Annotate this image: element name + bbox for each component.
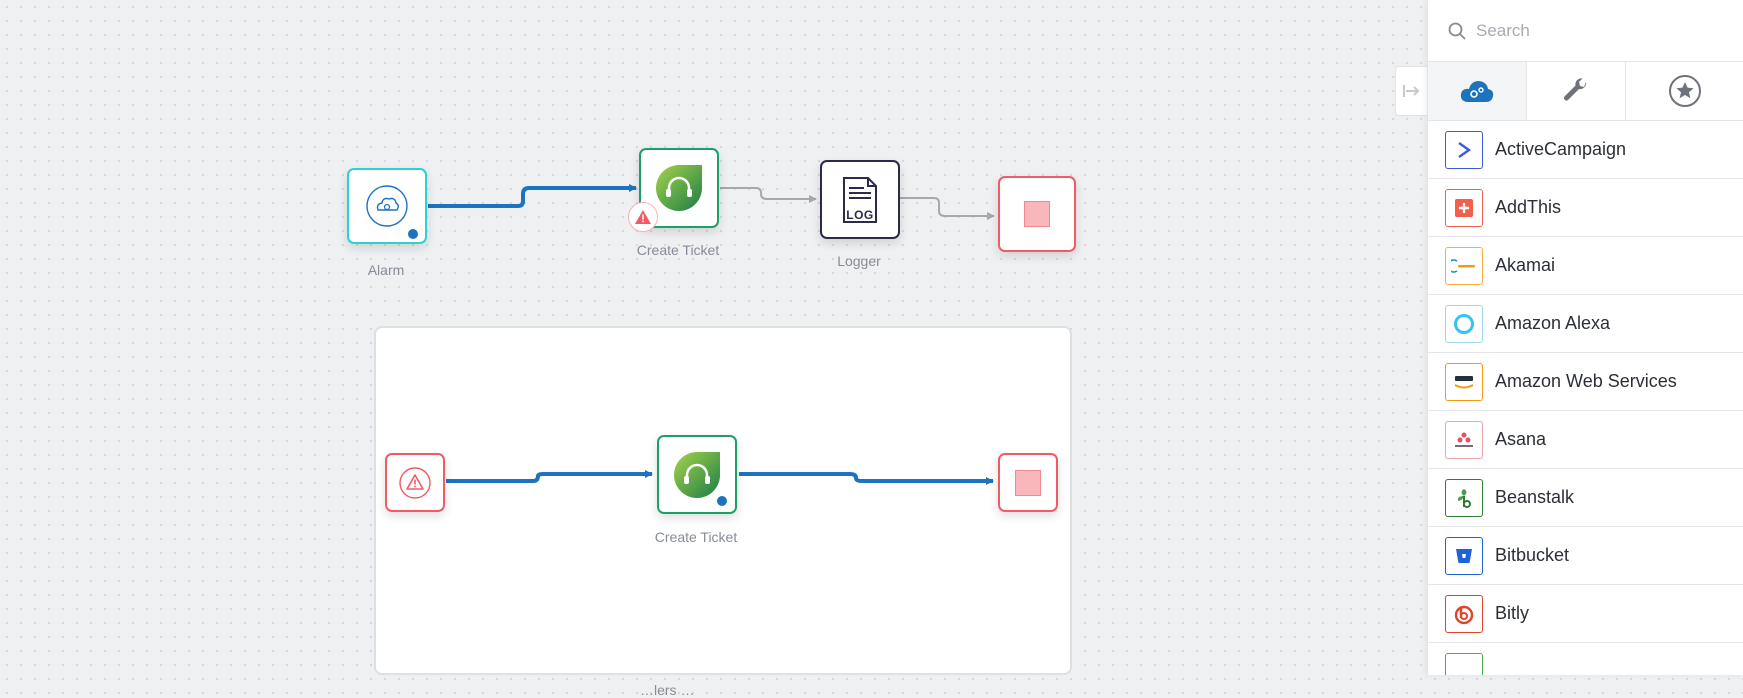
wire-alarm-to-ticket bbox=[428, 184, 637, 208]
item-label: Bitbucket bbox=[1495, 545, 1570, 565]
search-input[interactable] bbox=[1474, 19, 1718, 42]
list-item-addthis[interactable]: AddThis bbox=[1428, 179, 1743, 237]
connector-palette: ActiveCampaign AddThis Akamai Amazon Ale… bbox=[1427, 0, 1743, 675]
list-item-bitly[interactable]: Bitly bbox=[1428, 585, 1743, 643]
item-label: Beanstalk bbox=[1495, 487, 1575, 507]
warning-circle-icon bbox=[399, 466, 431, 499]
log-file-icon bbox=[843, 176, 877, 223]
amazon-alexa-icon bbox=[1445, 304, 1483, 343]
list-item-partial[interactable] bbox=[1428, 643, 1743, 675]
error-badge[interactable] bbox=[628, 202, 658, 232]
cloud-alarm-icon bbox=[366, 185, 408, 227]
freshdesk-icon bbox=[656, 165, 702, 211]
create-ticket-node-label: Create Ticket bbox=[636, 242, 720, 258]
list-item-asana[interactable]: Asana bbox=[1428, 411, 1743, 469]
connector-list: ActiveCampaign AddThis Akamai Amazon Ale… bbox=[1428, 121, 1743, 675]
subflow-create-ticket-node[interactable] bbox=[657, 435, 737, 514]
flow-canvas[interactable]: Alarm Create Ticket bbox=[0, 0, 1427, 698]
logger-node-label: Logger bbox=[837, 253, 881, 269]
akamai-icon bbox=[1445, 246, 1483, 285]
stop-icon bbox=[1015, 469, 1041, 496]
logger-node[interactable]: LOG bbox=[820, 160, 900, 239]
addthis-icon bbox=[1445, 188, 1483, 227]
list-item-amazon-web-services[interactable]: Amazon Web Services bbox=[1428, 353, 1743, 411]
item-label: Asana bbox=[1495, 429, 1547, 449]
collapse-arrow-icon bbox=[1403, 85, 1420, 97]
stop-icon bbox=[1024, 201, 1050, 227]
search-icon bbox=[1448, 22, 1466, 40]
wire-logger-to-stop bbox=[900, 197, 995, 220]
tab-tools[interactable] bbox=[1527, 62, 1626, 120]
status-dot bbox=[715, 494, 729, 508]
palette-tabs bbox=[1428, 62, 1743, 121]
connector-icon bbox=[1445, 652, 1483, 675]
asana-icon bbox=[1445, 420, 1483, 459]
cloud-gear-icon bbox=[1460, 81, 1494, 102]
item-label: AddThis bbox=[1495, 197, 1562, 217]
status-dot bbox=[406, 227, 420, 241]
subflow-caption: …lers … bbox=[640, 682, 695, 698]
wire-ticket-to-logger bbox=[720, 187, 817, 203]
bitbucket-icon bbox=[1445, 536, 1483, 575]
list-item-bitbucket[interactable]: Bitbucket bbox=[1428, 527, 1743, 585]
list-item-akamai[interactable]: Akamai bbox=[1428, 237, 1743, 295]
subflow-stop-node[interactable] bbox=[998, 453, 1058, 512]
subflow-create-ticket-label: Create Ticket bbox=[654, 529, 738, 545]
error-trigger-node[interactable] bbox=[385, 453, 445, 512]
item-label: Amazon Alexa bbox=[1495, 313, 1611, 333]
tab-cloud-connectors[interactable] bbox=[1428, 62, 1527, 120]
item-label: Bitly bbox=[1495, 603, 1530, 623]
freshdesk-icon bbox=[674, 451, 720, 498]
list-item-beanstalk[interactable]: Beanstalk bbox=[1428, 469, 1743, 527]
bitly-icon bbox=[1445, 594, 1483, 633]
log-icon-text: LOG bbox=[846, 208, 874, 222]
alarm-node[interactable] bbox=[347, 168, 427, 244]
stop-node[interactable] bbox=[998, 176, 1076, 252]
palette-search bbox=[1428, 0, 1743, 62]
list-item-activecampaign[interactable]: ActiveCampaign bbox=[1428, 121, 1743, 179]
star-icon bbox=[1669, 75, 1701, 107]
list-item-amazon-alexa[interactable]: Amazon Alexa bbox=[1428, 295, 1743, 353]
tab-favorites[interactable] bbox=[1626, 62, 1743, 120]
activecampaign-icon bbox=[1445, 130, 1483, 169]
item-label: Amazon Web Services bbox=[1495, 371, 1677, 391]
alarm-node-label: Alarm bbox=[367, 262, 405, 278]
aws-icon bbox=[1445, 362, 1483, 401]
wrench-icon bbox=[1564, 78, 1587, 101]
warning-icon bbox=[635, 210, 651, 224]
item-label: Akamai bbox=[1495, 255, 1556, 275]
item-label: ActiveCampaign bbox=[1495, 139, 1627, 159]
collapse-palette-button[interactable] bbox=[1395, 66, 1428, 116]
beanstalk-icon bbox=[1445, 478, 1483, 517]
